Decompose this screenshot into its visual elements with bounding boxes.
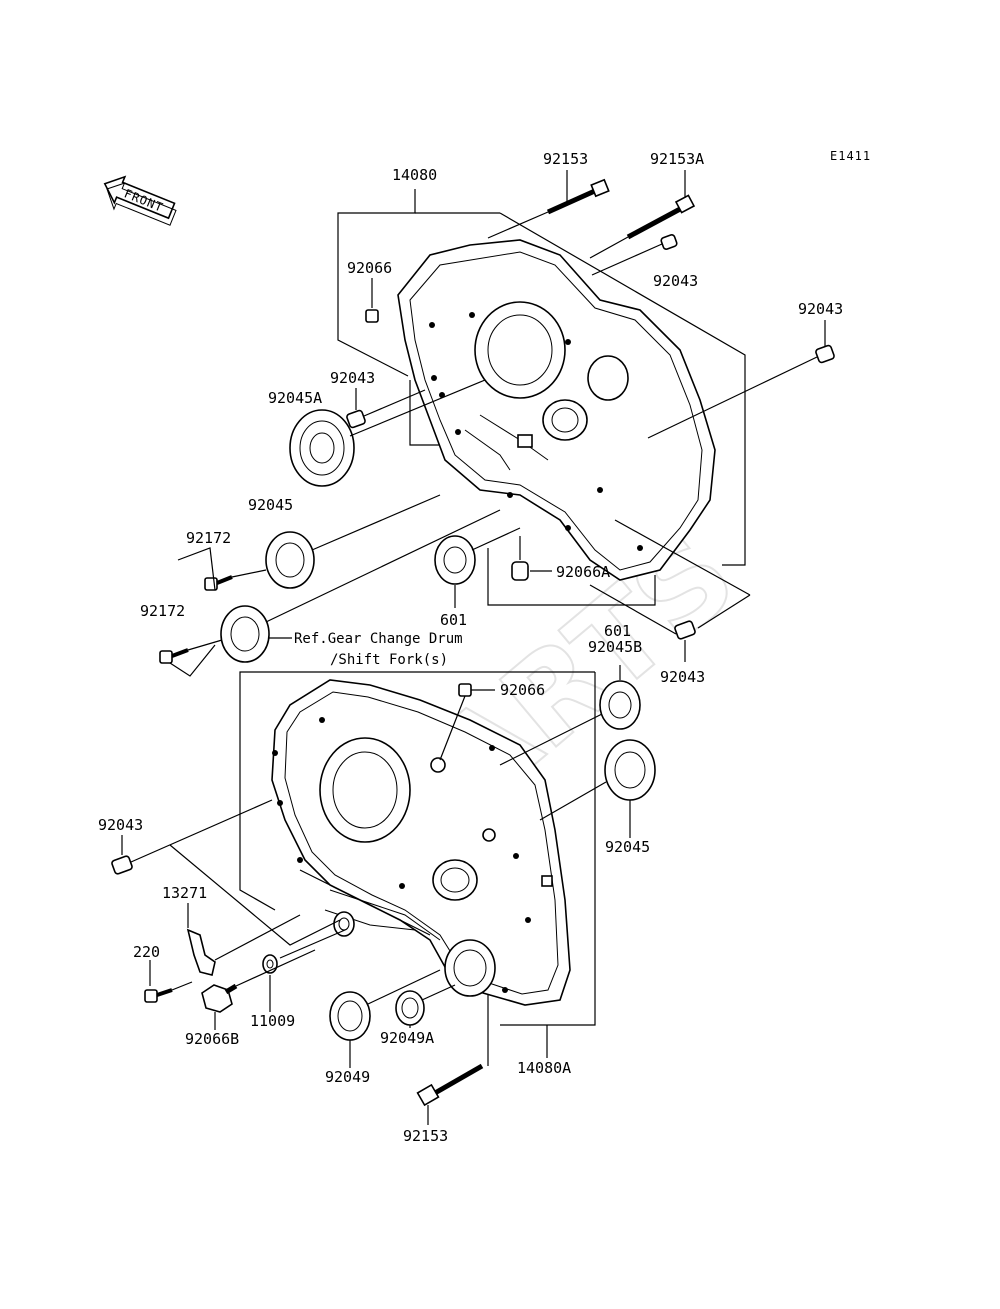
label-92066-mid: 92066 — [500, 681, 545, 699]
front-arrow-icon: FRONT — [103, 175, 177, 226]
plug-92066A — [511, 561, 529, 581]
pin-92066-top — [365, 309, 379, 323]
label-92045B: 92045B — [588, 638, 642, 656]
bracket-13271 — [186, 928, 216, 976]
label-92043-lower-right: 92043 — [660, 668, 705, 686]
bolt-92153-top — [546, 178, 610, 215]
lower-crankcase-14080A — [271, 679, 571, 1006]
dowel-pin-92043-lower-left — [111, 855, 133, 875]
ref-note-line1: Ref.Gear Change Drum — [294, 631, 463, 647]
label-92043-left: 92043 — [330, 369, 375, 387]
label-92153-bottom: 92153 — [403, 1127, 448, 1145]
label-601-right: 601 — [604, 622, 631, 640]
dowel-pin-92043-top-right — [660, 234, 678, 250]
bearing-92045A — [289, 409, 355, 487]
bolt-92172-a — [204, 575, 233, 591]
oil-seal-92049A — [395, 990, 425, 1026]
oil-seal-92049 — [329, 991, 371, 1041]
part-labels: 14080 92153 92153A 92043 92043 92066 920… — [98, 150, 843, 1145]
dowel-pin-92043-left — [346, 409, 366, 429]
label-92066-top: 92066 — [347, 259, 392, 277]
label-14080: 14080 — [392, 166, 437, 184]
label-92045-top: 92045 — [248, 496, 293, 514]
bolt-92172-b — [159, 648, 189, 664]
label-92153A: 92153A — [650, 150, 704, 168]
label-92043-right: 92043 — [798, 300, 843, 318]
label-92153-top: 92153 — [543, 150, 588, 168]
label-14080A: 14080A — [517, 1059, 571, 1077]
label-11009: 11009 — [250, 1012, 295, 1030]
bearing-601-left — [220, 605, 270, 663]
upper-crankcase-14080 — [397, 239, 716, 581]
label-13271: 13271 — [162, 884, 207, 902]
bearing-601-center — [434, 535, 476, 585]
label-92066A: 92066A — [556, 563, 610, 581]
label-92066B: 92066B — [185, 1030, 239, 1048]
bearing-92045-mid — [604, 739, 656, 801]
label-92045A: 92045A — [268, 389, 322, 407]
label-92043-lower-left: 92043 — [98, 816, 143, 834]
pin-92066-mid — [458, 683, 472, 697]
label-92049: 92049 — [325, 1068, 370, 1086]
label-92172-a: 92172 — [186, 529, 231, 547]
diagram-code: E1411 — [830, 149, 871, 163]
leader-lines — [121, 170, 826, 1125]
dowel-pin-92043-right — [815, 344, 835, 364]
drain-plug-92066B — [201, 983, 238, 1013]
seal-lower-crankcase — [333, 911, 355, 937]
label-92045-mid: 92045 — [605, 838, 650, 856]
label-220: 220 — [133, 943, 160, 961]
ref-note-line2: /Shift Fork(s) — [330, 652, 448, 668]
label-92043-top-right: 92043 — [653, 272, 698, 290]
dowel-pin-92043-lower-right — [674, 620, 696, 640]
bearing-92045B — [599, 680, 641, 730]
label-92049A: 92049A — [380, 1029, 434, 1047]
bearing-92045-top — [265, 531, 315, 589]
bolt-220 — [144, 988, 173, 1003]
bolt-92153A — [626, 194, 696, 240]
label-601-center: 601 — [440, 611, 467, 629]
bolt-92153-bottom — [416, 1063, 484, 1107]
label-92172-b: 92172 — [140, 602, 185, 620]
